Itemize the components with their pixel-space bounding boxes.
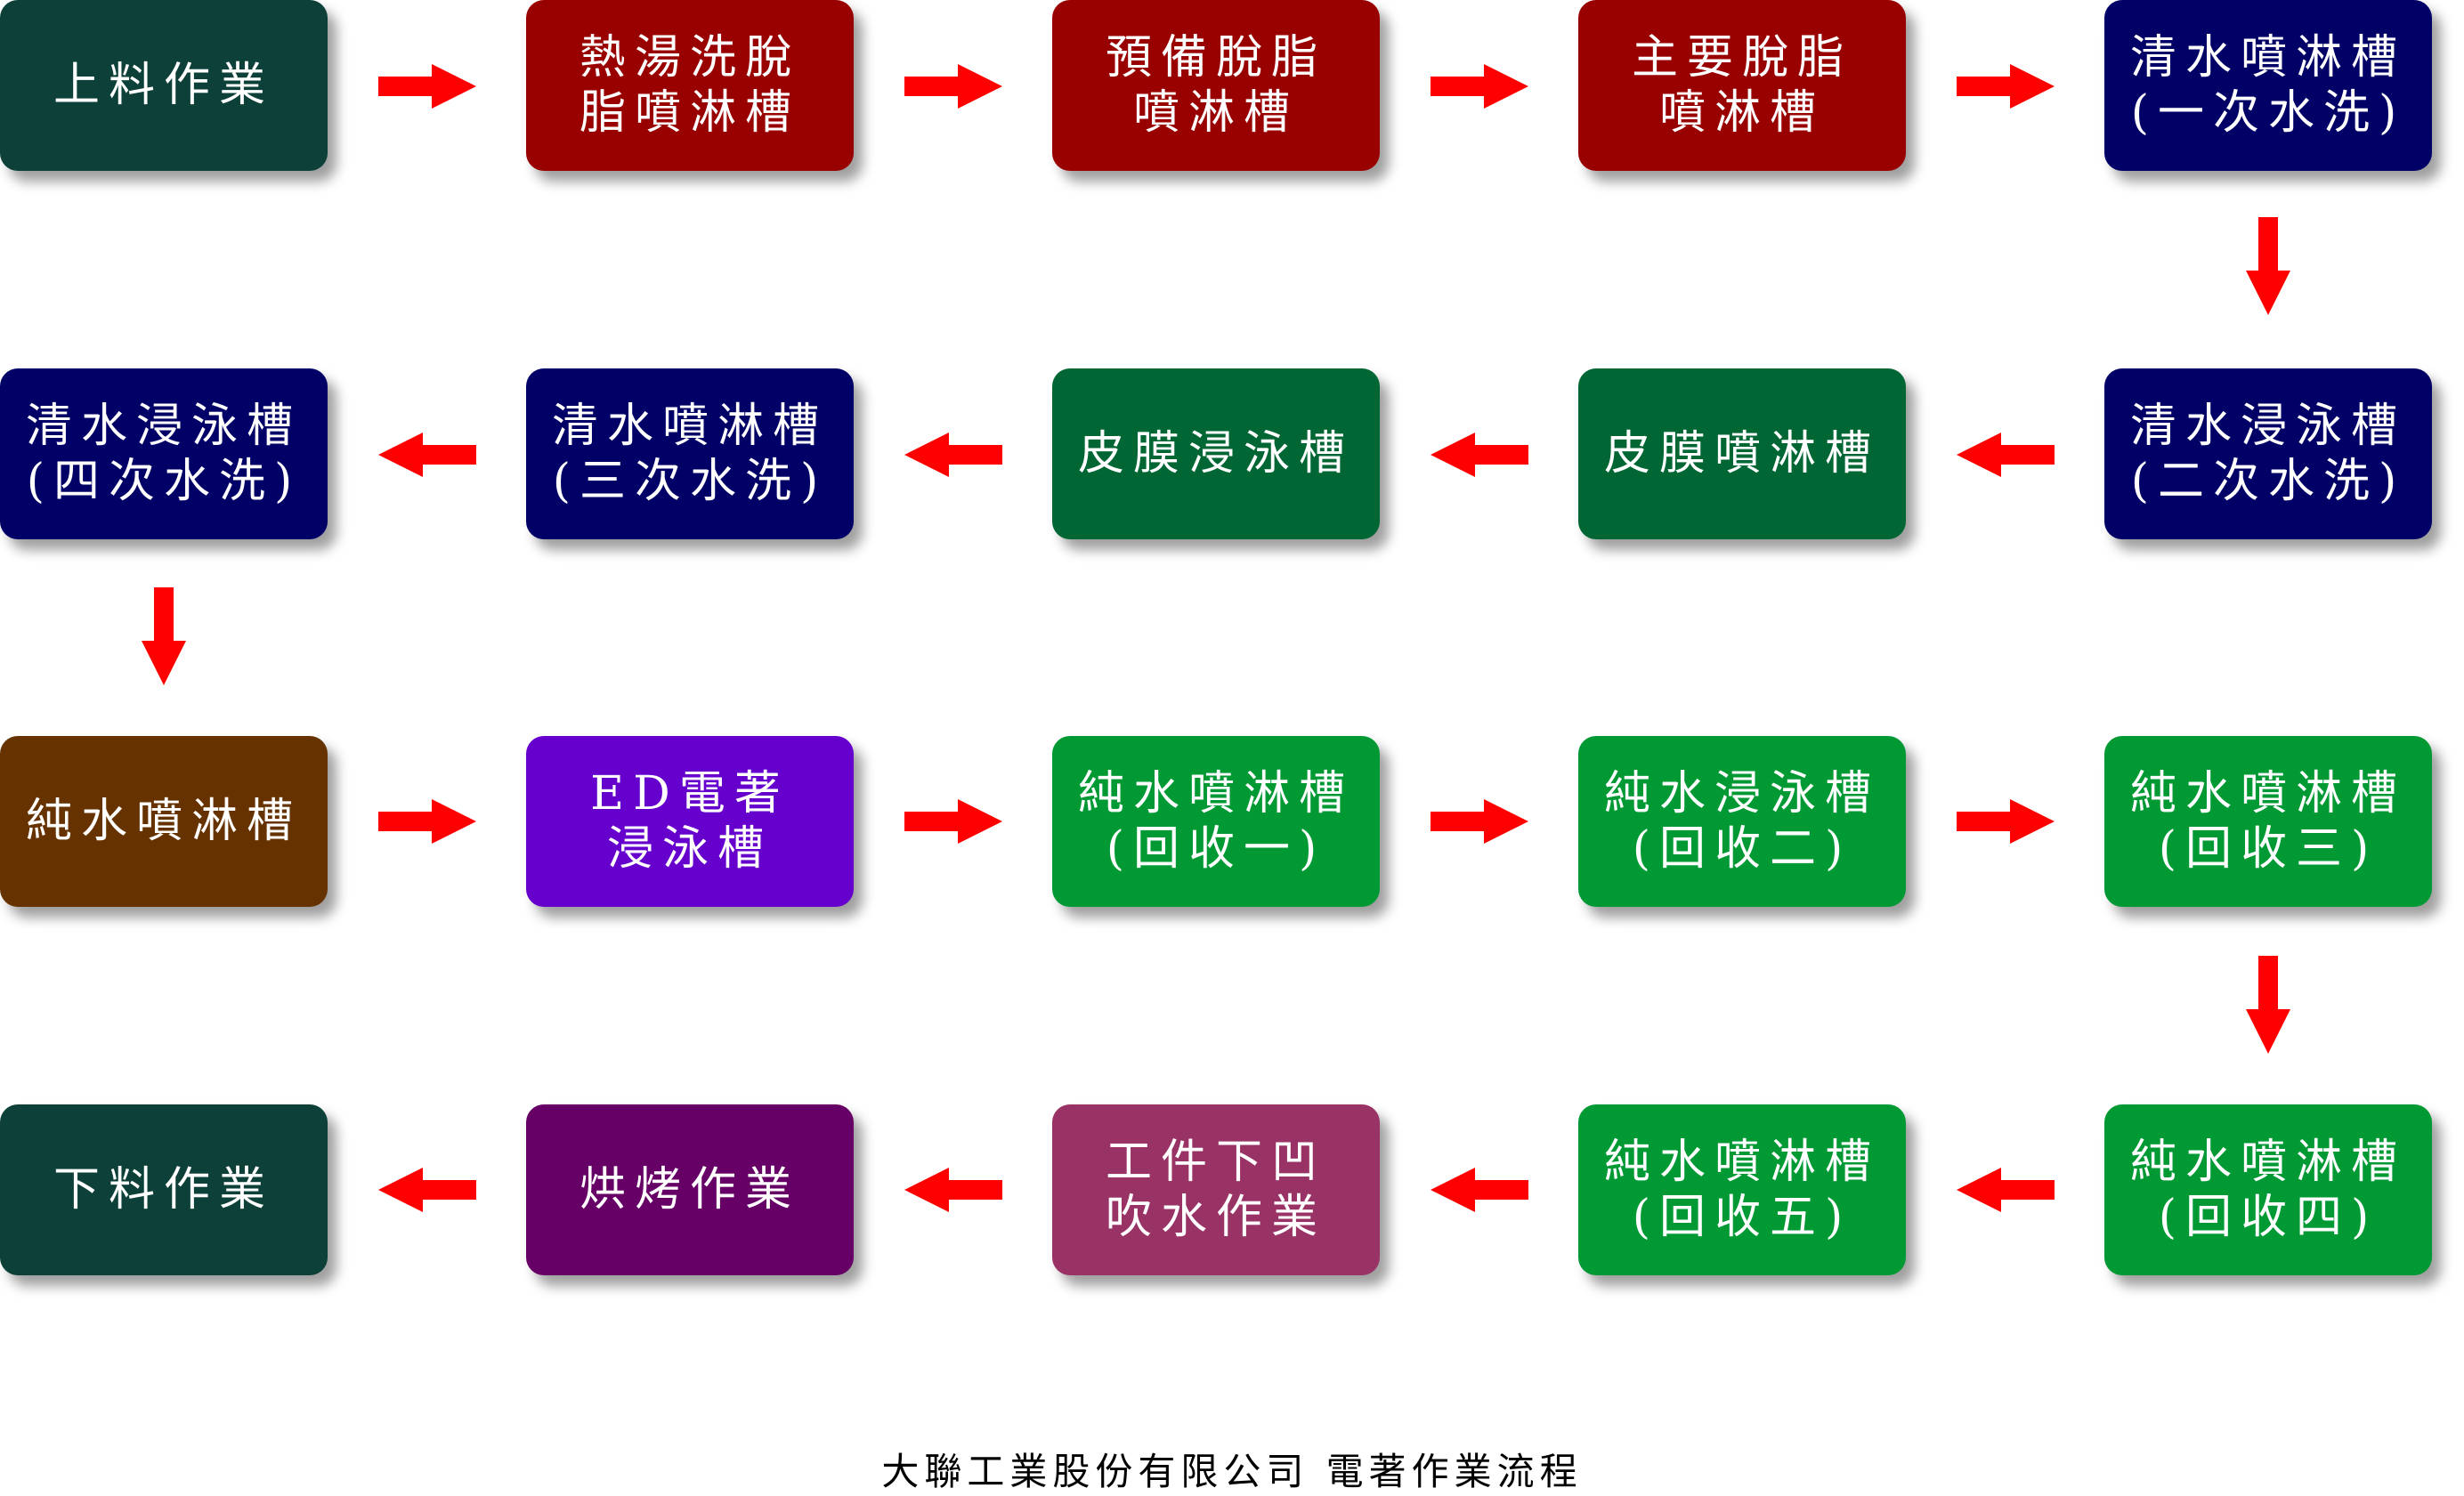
arrow-left-icon — [378, 433, 476, 477]
arrow-left-icon — [1431, 433, 1528, 477]
step-label: 純水浸泳槽 — [1603, 767, 1880, 821]
step-label: 清水浸泳槽 — [25, 400, 302, 453]
arrow-right-icon — [1957, 64, 2055, 109]
step-rinse-immersion-4: 清水浸泳槽 (四次水洗) — [0, 368, 328, 539]
step-baking: 烘烤作業 — [526, 1104, 854, 1275]
arrow-right-icon — [378, 799, 476, 844]
arrow-right-icon — [904, 64, 1002, 109]
step-label: (四次水洗) — [26, 455, 302, 508]
arrow-left-icon — [1957, 433, 2055, 477]
arrow-left-icon — [1431, 1168, 1528, 1212]
arrow-right-icon — [1431, 64, 1528, 109]
step-label: (二次水洗) — [2130, 455, 2406, 508]
step-label: (回收五) — [1632, 1191, 1852, 1244]
step-label: 預備脫脂 — [1105, 31, 1326, 85]
step-recess-blow-off: 工件下凹 吹水作業 — [1052, 1104, 1380, 1275]
arrow-down-icon — [142, 587, 186, 685]
step-hot-water-degreasing-spray: 熱湯洗脫 脂噴淋槽 — [526, 0, 854, 171]
step-conversion-immersion: 皮膜浸泳槽 — [1052, 368, 1380, 539]
step-unloading: 下料作業 — [0, 1104, 328, 1275]
step-pre-degreasing-spray: 預備脫脂 噴淋槽 — [1052, 0, 1380, 171]
step-main-degreasing-spray: 主要脫脂 噴淋槽 — [1578, 0, 1906, 171]
arrow-right-icon — [904, 799, 1002, 844]
arrow-left-icon — [904, 433, 1002, 477]
step-label: 噴淋槽 — [1658, 86, 1825, 140]
step-di-recovery-5: 純水噴淋槽 (回收五) — [1578, 1104, 1906, 1275]
step-label: 純水噴淋槽 — [2129, 1136, 2406, 1189]
step-label: 純水噴淋槽 — [25, 795, 302, 848]
step-label: 皮膜噴淋槽 — [1603, 427, 1880, 481]
step-label: 熱湯洗脫 — [579, 31, 800, 85]
arrow-left-icon — [904, 1168, 1002, 1212]
step-label: 主要脫脂 — [1631, 31, 1852, 85]
arrow-left-icon — [378, 1168, 476, 1212]
step-di-recovery-1: 純水噴淋槽 (回收一) — [1052, 736, 1380, 907]
step-label: (回收三) — [2158, 822, 2379, 876]
step-di-recovery-4: 純水噴淋槽 (回收四) — [2104, 1104, 2432, 1275]
diagram-caption: 大聯工業股份有限公司 電著作業流程 — [881, 1450, 1583, 1493]
arrow-down-icon — [2246, 217, 2290, 315]
step-label: 浸泳槽 — [606, 822, 773, 876]
step-label: 皮膜浸泳槽 — [1077, 427, 1354, 481]
step-label: 純水噴淋槽 — [1077, 767, 1354, 821]
step-di-recovery-2: 純水浸泳槽 (回收二) — [1578, 736, 1906, 907]
step-label: 工件下凹 — [1105, 1136, 1326, 1189]
step-rinse-spray-3: 清水噴淋槽 (三次水洗) — [526, 368, 854, 539]
step-label: (一次水洗) — [2130, 86, 2406, 140]
step-label: 純水噴淋槽 — [2129, 767, 2406, 821]
arrow-down-icon — [2246, 956, 2290, 1054]
step-label: (回收一) — [1106, 822, 1326, 876]
step-label: 烘烤作業 — [579, 1163, 800, 1217]
step-label: (三次水洗) — [552, 455, 828, 508]
step-label: 清水噴淋槽 — [2129, 31, 2406, 85]
step-label: 吹水作業 — [1105, 1191, 1326, 1244]
step-label: 上料作業 — [53, 59, 274, 112]
step-rinse-spray-1: 清水噴淋槽 (一次水洗) — [2104, 0, 2432, 171]
arrow-right-icon — [378, 64, 476, 109]
step-label: (回收四) — [2158, 1191, 2379, 1244]
arrow-left-icon — [1957, 1168, 2055, 1212]
arrow-right-icon — [1431, 799, 1528, 844]
step-label: ED電著 — [590, 767, 790, 821]
step-ed-coating-immersion: ED電著 浸泳槽 — [526, 736, 854, 907]
step-label: 下料作業 — [53, 1163, 274, 1217]
step-label: 清水噴淋槽 — [551, 400, 828, 453]
step-label: 純水噴淋槽 — [1603, 1136, 1880, 1189]
step-conversion-spray: 皮膜噴淋槽 — [1578, 368, 1906, 539]
step-label: (回收二) — [1632, 822, 1852, 876]
step-label: 清水浸泳槽 — [2129, 400, 2406, 453]
arrow-right-icon — [1957, 799, 2055, 844]
step-di-water-spray: 純水噴淋槽 — [0, 736, 328, 907]
step-label: 噴淋槽 — [1132, 86, 1299, 140]
step-rinse-immersion-2: 清水浸泳槽 (二次水洗) — [2104, 368, 2432, 539]
step-label: 脂噴淋槽 — [579, 86, 800, 140]
step-loading: 上料作業 — [0, 0, 328, 171]
step-di-recovery-3: 純水噴淋槽 (回收三) — [2104, 736, 2432, 907]
